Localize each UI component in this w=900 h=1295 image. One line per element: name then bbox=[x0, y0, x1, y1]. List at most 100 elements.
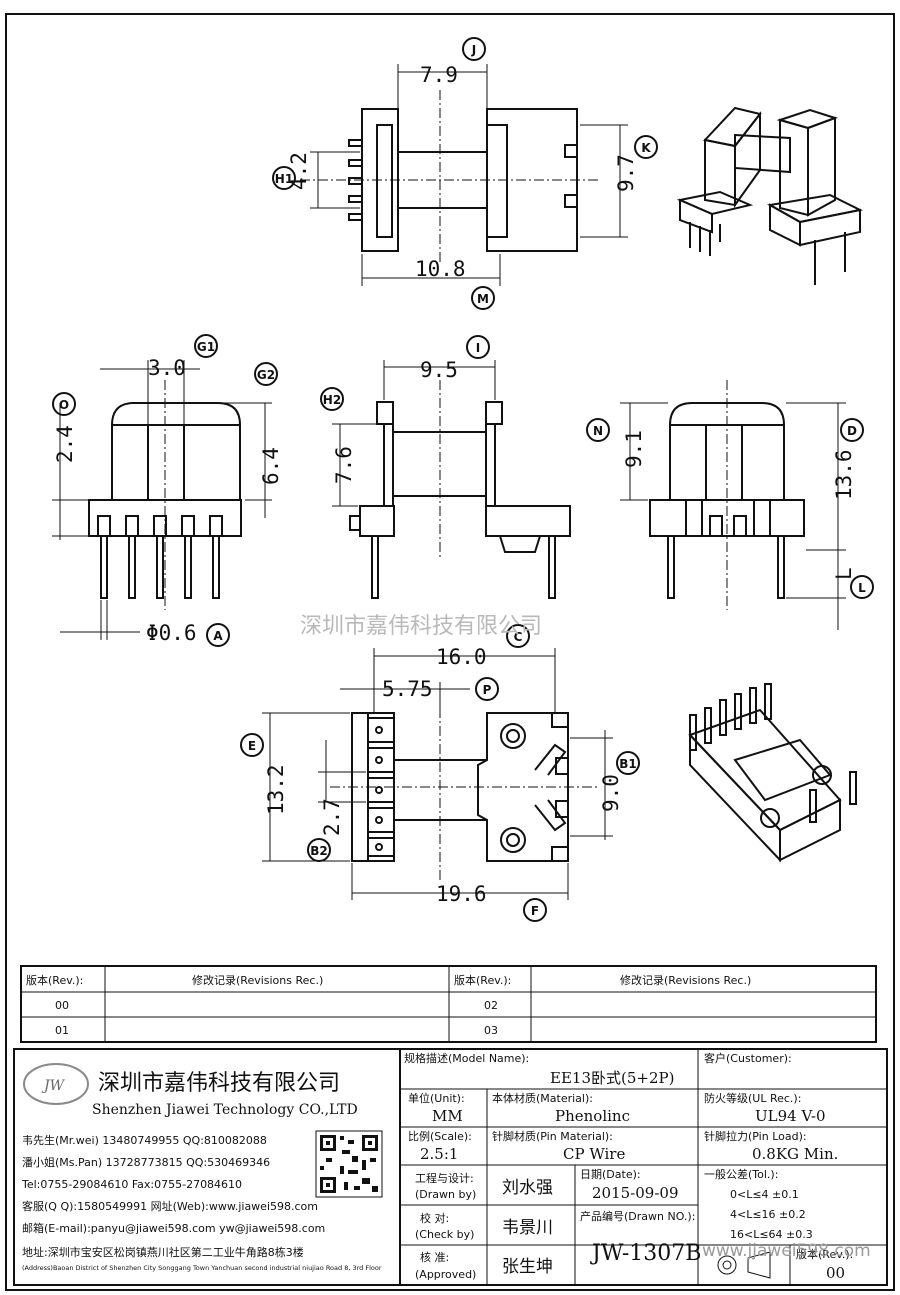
dim-4-2: 4.2 bbox=[287, 152, 311, 190]
dim-L: L bbox=[832, 567, 856, 580]
dim-2-7: 2.7 bbox=[320, 798, 344, 836]
callout-P: P bbox=[483, 683, 492, 697]
rec-header-right: 修改记录(Revisions Rec.) bbox=[620, 973, 751, 987]
appr-value: 张生坤 bbox=[502, 1257, 553, 1277]
rev-header-right: 版本(Rev.): bbox=[454, 973, 511, 987]
callout-N: N bbox=[593, 424, 603, 438]
callout-M: M bbox=[477, 292, 489, 306]
dim-2-4: 2.4 bbox=[53, 425, 77, 463]
iso-view-bottom bbox=[688, 683, 857, 863]
callouts: J K H1 M G1 G2 O I H2 N D L A C P E B1 B… bbox=[52, 37, 874, 922]
callout-H2: H2 bbox=[323, 393, 341, 407]
dim-7-9: 7.9 bbox=[420, 63, 458, 87]
scale-value: 2.5:1 bbox=[420, 1145, 458, 1163]
dim-7-6: 7.6 bbox=[332, 446, 356, 484]
rev-00: 00 bbox=[55, 999, 69, 1012]
projection-symbol-cone bbox=[747, 1251, 771, 1279]
material-value: Phenolinc bbox=[555, 1107, 630, 1125]
callout-H1: H1 bbox=[275, 172, 293, 186]
appr-label-2: (Approved) bbox=[415, 1268, 476, 1281]
rec-header-left: 修改记录(Revisions Rec.) bbox=[192, 973, 323, 987]
company-name-cn: 深圳市嘉伟科技有限公司 bbox=[98, 1071, 340, 1096]
watermark-company: 深圳市嘉伟科技有限公司 bbox=[300, 614, 542, 639]
callout-F: F bbox=[531, 904, 539, 918]
callout-J: J bbox=[471, 43, 476, 57]
callout-B1: B1 bbox=[619, 757, 637, 771]
callout-I: I bbox=[476, 341, 480, 355]
front-view-top bbox=[300, 64, 628, 286]
callout-E: E bbox=[248, 739, 256, 753]
appr-label-1: 核 准: bbox=[420, 1250, 449, 1264]
check-value: 韦景川 bbox=[502, 1218, 553, 1238]
callout-O: O bbox=[59, 398, 69, 412]
pinload-value: 0.8KG Min. bbox=[752, 1145, 838, 1163]
dim-9-7: 9.7 bbox=[614, 154, 638, 192]
drawn-value: 刘水强 bbox=[502, 1178, 553, 1198]
callout-C: C bbox=[514, 630, 523, 644]
projection-symbol-circle bbox=[717, 1255, 737, 1275]
side-view-center bbox=[349, 401, 571, 599]
dim-3-0: 3.0 bbox=[148, 356, 186, 380]
tol-line-2: 4<L≤16 ±0.2 bbox=[730, 1208, 806, 1221]
contact-line-2: 潘小姐(Ms.Pan) 13728773815 QQ:530469346 bbox=[22, 1155, 270, 1169]
material-label: 本体材质(Material): bbox=[492, 1091, 593, 1105]
dimension-labels: 7.9 4.2 9.7 10.8 3.0 2.4 6.4 9.5 7.6 9.1… bbox=[53, 63, 856, 906]
title-block: JW 深圳市嘉伟科技有限公司 Shenzhen Jiawei Technolog… bbox=[13, 1048, 888, 1286]
pinload-label: 针脚拉力(Pin Load): bbox=[704, 1129, 807, 1143]
drawno-label: 产品编号(Drawn NO.): bbox=[580, 1209, 695, 1223]
company-name-en: Shenzhen Jiawei Technology CO.,LTD bbox=[92, 1102, 358, 1118]
callout-G1: G1 bbox=[197, 340, 215, 354]
unit-label: 单位(Unit): bbox=[408, 1091, 465, 1105]
revisions-table: 版本(Rev.): 修改记录(Revisions Rec.) 版本(Rev.):… bbox=[20, 965, 877, 1043]
callout-L: L bbox=[858, 581, 866, 595]
address-cn: 地址:深圳市宝安区松岗镇燕川社区第二工业牛角路8栋3楼 bbox=[22, 1245, 304, 1259]
drawn-label-1: 工程与设计: bbox=[415, 1172, 474, 1185]
check-label-2: (Check by) bbox=[415, 1228, 474, 1241]
rev-header-left: 版本(Rev.): bbox=[26, 973, 83, 987]
tol-line-3: 16<L≤64 ±0.3 bbox=[730, 1228, 813, 1241]
drawno-value: JW-1307B bbox=[590, 1241, 701, 1266]
svg-text:JW: JW bbox=[41, 1078, 66, 1094]
company-logo-icon bbox=[23, 1063, 89, 1105]
model-value: EE13卧式(5+2P) bbox=[550, 1069, 674, 1087]
callout-K: K bbox=[641, 141, 651, 155]
contact-line-3: Tel:0755-29084610 Fax:0755-27084610 bbox=[21, 1178, 242, 1191]
dim-5-75: 5.75 bbox=[382, 677, 433, 701]
site-watermark: www.jjawei598.com bbox=[702, 1241, 871, 1261]
side-view-left bbox=[52, 360, 272, 640]
dim-13-6: 13.6 bbox=[832, 449, 856, 500]
contact-line-4: 客服(Q Q):1580549991 网址(Web):www.jiawei598… bbox=[22, 1199, 318, 1213]
side-view-right-dims bbox=[620, 380, 846, 630]
address-en: (Address)Baoan District of Shenzhen City… bbox=[22, 1264, 382, 1272]
bottom-view-dims bbox=[262, 648, 613, 900]
dim-13-2: 13.2 bbox=[264, 764, 288, 815]
date-label: 日期(Date): bbox=[580, 1168, 641, 1181]
customer-label: 客户(Customer): bbox=[704, 1051, 792, 1065]
callout-A: A bbox=[213, 629, 223, 643]
rev-02: 02 bbox=[484, 999, 498, 1012]
scale-label: 比例(Scale): bbox=[408, 1129, 472, 1143]
pinmat-value: CP Wire bbox=[563, 1145, 625, 1163]
model-label: 规格描述(Model Name): bbox=[404, 1051, 529, 1065]
tol-line-1: 0<L≤4 ±0.1 bbox=[730, 1188, 799, 1201]
dim-10-8: 10.8 bbox=[415, 257, 466, 281]
dim-16-0: 16.0 bbox=[436, 645, 487, 669]
rev-03: 03 bbox=[484, 1024, 498, 1037]
rev-01: 01 bbox=[55, 1024, 69, 1037]
qr-code-icon bbox=[315, 1130, 383, 1198]
dim-9-0: 9.0 bbox=[599, 774, 623, 812]
side-view-center-dims bbox=[332, 360, 496, 560]
dim-6-4: 6.4 bbox=[259, 447, 283, 485]
dim-9-1: 9.1 bbox=[622, 430, 646, 468]
callout-B2: B2 bbox=[310, 844, 328, 858]
date-value: 2015-09-09 bbox=[592, 1184, 678, 1202]
contact-line-1: 韦先生(Mr.wei) 13480749955 QQ:810082088 bbox=[22, 1133, 267, 1147]
rev-label: 版本(Rev.): bbox=[796, 1247, 853, 1261]
callout-G2: G2 bbox=[257, 368, 275, 382]
ul-value: UL94 V-0 bbox=[755, 1107, 826, 1125]
pinmat-label: 针脚材质(Pin Material): bbox=[492, 1129, 613, 1143]
dim-9-5: 9.5 bbox=[420, 358, 458, 382]
tol-label: 一般公差(Tol.): bbox=[704, 1167, 778, 1181]
check-label-1: 校 对: bbox=[420, 1211, 449, 1225]
